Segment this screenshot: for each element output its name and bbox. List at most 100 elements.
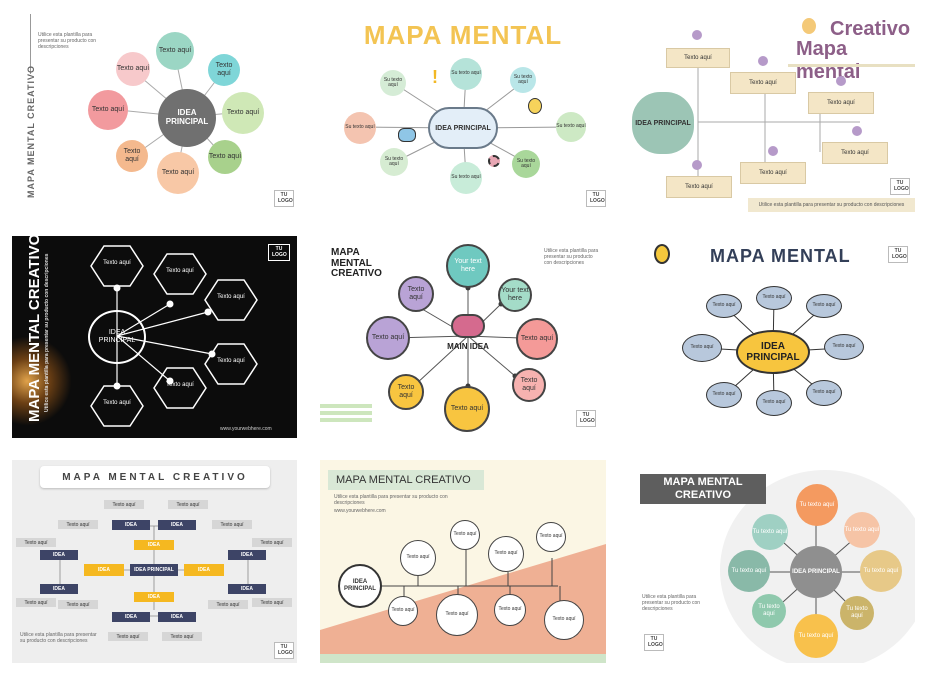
template-thumb-5[interactable]: MAPA MENTAL CREATIVO Utilice esta planti… <box>320 236 605 438</box>
node-1[interactable]: Texto aquí <box>706 294 742 318</box>
node-7[interactable]: Su texto aquí <box>380 148 408 176</box>
center-idea[interactable]: MAIN IDEA <box>447 342 489 351</box>
node-4[interactable]: Texto aquí <box>822 142 888 164</box>
node-1[interactable]: Texto aquí <box>156 32 194 70</box>
node-2[interactable]: Su texto aquí <box>450 58 482 90</box>
node-2[interactable]: Tu texto aquí <box>844 512 880 548</box>
text-node-1[interactable]: Texto aquí <box>104 500 144 509</box>
template-thumb-3[interactable]: Creativo Mapa mental IDEA PRINCIPAL Text… <box>630 12 915 212</box>
idea-navy-2[interactable]: IDEA <box>158 520 196 530</box>
node-3[interactable]: Texto aquí <box>516 318 558 360</box>
node-3[interactable]: Texto aquí <box>217 294 245 300</box>
node-7[interactable]: Texto aquí <box>366 316 410 360</box>
node-8[interactable]: Texto aquí <box>116 52 150 86</box>
node-5[interactable]: Texto aquí <box>388 596 418 626</box>
idea-navy-5[interactable]: IDEA <box>228 550 266 560</box>
node-6[interactable]: Texto aquí <box>666 176 732 198</box>
node-6[interactable]: Su texto aquí <box>450 162 482 194</box>
node-6[interactable]: Texto aquí <box>388 374 424 410</box>
template-thumb-2[interactable]: MAPA MENTAL Su texto aquí Su texto aquí … <box>320 12 606 212</box>
node-4[interactable]: Texto aquí <box>512 368 546 402</box>
node-8[interactable]: Texto aquí <box>544 600 584 640</box>
node-8[interactable]: Tu texto aquí <box>752 514 788 550</box>
node-2[interactable]: Texto aquí <box>208 54 240 86</box>
idea-navy-1[interactable]: IDEA <box>112 520 150 530</box>
idea-yellow-4[interactable]: IDEA <box>184 564 224 576</box>
text-node-8[interactable]: Texto aquí <box>252 598 292 607</box>
idea-yellow-3[interactable]: IDEA <box>84 564 124 576</box>
node-2[interactable]: Texto aquí <box>756 286 792 310</box>
text-node-9[interactable]: Texto aquí <box>58 600 98 609</box>
node-5[interactable]: Tu texto aquí <box>794 614 838 658</box>
text-node-4[interactable]: Texto aquí <box>212 520 252 529</box>
idea-yellow-1[interactable]: IDEA <box>134 540 174 550</box>
template-thumb-8[interactable]: MAPA MENTAL CREATIVO Utilice esta planti… <box>320 460 606 663</box>
node-2[interactable]: Your text here <box>498 278 532 312</box>
node-5[interactable]: Texto aquí <box>444 386 490 432</box>
template-thumb-7[interactable]: MAPA MENTAL CREATIVO IDEA PRINCIPAL IDEA… <box>12 460 297 663</box>
node-6[interactable]: Texto aquí <box>116 140 148 172</box>
node-5[interactable]: Texto aquí <box>157 152 199 194</box>
node-6[interactable]: Texto aquí <box>756 390 792 416</box>
node-3[interactable]: Texto aquí <box>222 92 264 134</box>
node-4[interactable]: Tu texto aquí <box>840 596 874 630</box>
template-thumb-4[interactable]: MAPA MENTAL CREATIVO Utilice esta planti… <box>12 236 297 438</box>
node-2[interactable]: Texto aquí <box>450 520 480 550</box>
node-5[interactable]: Su texto aquí <box>512 150 540 178</box>
template-thumb-9[interactable]: MAPA MENTAL CREATIVO Tu texto aquí Tu te… <box>630 460 915 663</box>
node-5[interactable]: Texto aquí <box>806 380 842 406</box>
center-idea[interactable]: IDEA PRINCIPAL <box>632 92 694 154</box>
node-4[interactable]: Texto aquí <box>824 334 864 360</box>
node-3[interactable]: Texto aquí <box>808 92 874 114</box>
idea-navy-7[interactable]: IDEA <box>112 612 150 622</box>
cloud-center-idea[interactable]: IDEA PRINCIPAL <box>428 107 498 149</box>
idea-navy-8[interactable]: IDEA <box>158 612 196 622</box>
node-8[interactable]: Su texto aquí <box>344 112 376 144</box>
template-thumb-1[interactable]: MAPA MENTAL CREATIVO Utilice esta planti… <box>12 12 296 212</box>
node-3[interactable]: Tu texto aquí <box>860 550 902 592</box>
node-3[interactable]: Texto aquí <box>806 294 842 318</box>
center-idea[interactable]: IDEA PRINCIPAL <box>736 330 810 374</box>
node-4[interactable]: Su texto aquí <box>556 112 586 142</box>
node-4[interactable]: Texto aquí <box>208 140 242 174</box>
node-4[interactable]: Texto aquí <box>536 522 566 552</box>
node-5[interactable]: Texto aquí <box>740 162 806 184</box>
text-node-2[interactable]: Texto aquí <box>168 500 208 509</box>
node-7[interactable]: Texto aquí <box>494 594 526 626</box>
node-1[interactable]: Texto aquí <box>666 48 730 68</box>
text-node-10[interactable]: Texto aquí <box>208 600 248 609</box>
text-node-7[interactable]: Texto aquí <box>16 598 56 607</box>
node-7[interactable]: Tu texto aquí <box>728 550 770 592</box>
node-1[interactable]: Tu texto aquí <box>796 484 838 526</box>
text-node-3[interactable]: Texto aquí <box>58 520 98 529</box>
center-idea[interactable]: IDEA PRINCIPAL <box>88 310 146 364</box>
idea-navy-6[interactable]: IDEA <box>228 584 266 594</box>
node-2[interactable]: Texto aquí <box>730 72 796 94</box>
node-1[interactable]: Texto aquí <box>400 540 436 576</box>
center-idea[interactable]: IDEA PRINCIPAL <box>790 546 842 598</box>
node-8[interactable]: Texto aquí <box>682 334 722 362</box>
node-7[interactable]: Texto aquí <box>706 382 742 408</box>
text-node-12[interactable]: Texto aquí <box>162 632 202 641</box>
node-8[interactable]: Texto aquí <box>398 276 434 312</box>
idea-yellow-2[interactable]: IDEA <box>134 592 174 602</box>
node-1[interactable]: Texto aquí <box>103 260 131 266</box>
node-4[interactable]: Texto aquí <box>217 358 245 364</box>
node-5[interactable]: Texto aquí <box>166 382 194 388</box>
node-6[interactable]: Tu texto aquí <box>752 594 786 628</box>
center-idea[interactable]: IDEA PRINCIPAL <box>338 564 382 608</box>
node-3[interactable]: Texto aquí <box>488 536 524 572</box>
idea-navy-3[interactable]: IDEA <box>40 550 78 560</box>
node-7[interactable]: Texto aquí <box>88 90 128 130</box>
template-thumb-6[interactable]: MAPA MENTAL TU LOGO Texto aquí Texto aqu… <box>630 236 915 438</box>
node-6[interactable]: Texto aquí <box>103 400 131 406</box>
center-idea[interactable]: IDEA PRINCIPAL <box>158 89 216 147</box>
node-1[interactable]: Su texto aquí <box>380 70 406 96</box>
node-6[interactable]: Texto aquí <box>436 594 478 636</box>
text-node-11[interactable]: Texto aquí <box>108 632 148 641</box>
node-2[interactable]: Texto aquí <box>166 268 194 274</box>
idea-navy-4[interactable]: IDEA <box>40 584 78 594</box>
node-3[interactable]: Su texto aquí <box>510 67 536 93</box>
node-1[interactable]: Your text here <box>446 244 490 288</box>
text-node-6[interactable]: Texto aquí <box>252 538 292 547</box>
